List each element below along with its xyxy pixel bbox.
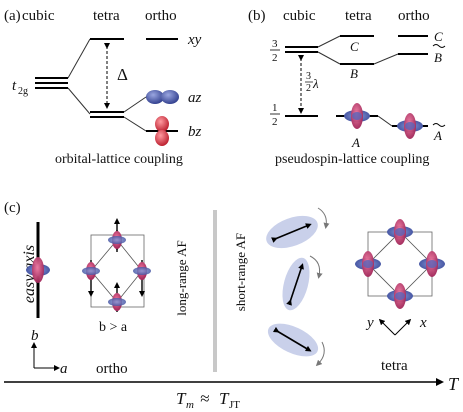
j12-denominator: 2 [272,116,278,128]
lambda-symbol: λ [312,76,319,91]
lambda-numerator: 3 [306,71,311,82]
transition-temperature-label: T m ≈ T JT [176,389,240,411]
panel-a-col-cubic: cubic [22,8,55,24]
tetra-label: tetra [381,358,408,374]
panel-b: (b) cubic tetra ortho 3 2 C B C B 3 2 λ … [248,8,446,167]
t2g-label: t [12,78,17,94]
connector [123,96,147,113]
long-range-af-label: long-range AF [174,240,189,315]
panel-b-col-tetra: tetra [345,8,372,24]
xy-label: xy [187,32,202,48]
j12-numerator: 1 [272,102,278,114]
Tm-subscript: m [186,399,194,411]
panel-b-caption: pseudospin-lattice coupling [275,152,429,167]
fluctuating-pseudospin-2 [282,255,323,311]
x-axis-arrow [394,318,412,336]
j32-numerator: 3 [272,38,278,50]
connector [67,38,91,79]
tilde-mark [432,123,446,127]
panel-c: (c) easy axis b a b > a ortho [4,200,460,411]
ortho-C-label: C [434,29,443,44]
ortho-A-pseudospin-icon [397,113,423,139]
panel-b-col-cubic: cubic [283,8,316,24]
panel-b-label: (b) [248,8,266,24]
phase-divider [213,210,217,372]
approx-symbol: ≈ [196,389,214,408]
TJT-subscript: JT [229,399,240,411]
lambda-denominator: 2 [306,83,311,94]
connector [67,87,91,115]
connector [317,35,341,48]
a-axis-label: a [60,361,68,377]
j32-denominator: 2 [272,52,278,64]
b-gt-a-label: b > a [99,320,128,335]
y-axis-label: y [365,315,374,331]
az-orbital-icon [146,90,179,104]
ortho-label: ortho [96,361,128,377]
x-axis-label: x [419,315,427,331]
y-axis-arrow [378,318,396,336]
connector [123,116,147,132]
tilde-mark [432,44,446,48]
ortho-B-label: B [434,50,442,65]
panel-c-label: (c) [4,200,21,216]
panel-a-caption: orbital-lattice coupling [55,152,183,167]
connector [317,51,341,65]
temperature-axis-label: T [448,374,460,394]
TJT-symbol: T [219,389,230,408]
ortho-A-label: A [433,128,442,143]
ortho-sites [82,218,151,312]
bz-orbital-icon [155,116,169,146]
panel-a-label: (a) [4,8,21,24]
panel-a-col-tetra: tetra [93,8,120,24]
fluctuating-pseudospin-3 [267,323,325,367]
tetra-A-pseudospin-icon [344,103,370,129]
connector [373,53,399,65]
connector [377,115,393,127]
b-axis-label: b [31,328,39,344]
short-range-af-label: short-range AF [233,233,248,311]
panel-a-col-ortho: ortho [145,8,177,24]
panel-a: (a) cubic tetra ortho t 2g Δ [4,8,202,167]
panel-b-col-ortho: ortho [398,8,430,24]
tetra-sites [355,219,445,309]
Tm-symbol: T [176,389,187,408]
t2g-label-sub: 2g [18,86,28,97]
bz-label: bz [188,124,202,140]
gap-label: Δ [117,65,128,84]
tetra-A-label: A [351,135,360,150]
tetra-B-label: B [350,66,358,81]
az-label: az [188,90,202,106]
easy-axis-pseudospin-icon [26,257,50,283]
tetra-C-label: C [350,39,359,54]
fluctuating-pseudospin-1 [266,207,330,249]
